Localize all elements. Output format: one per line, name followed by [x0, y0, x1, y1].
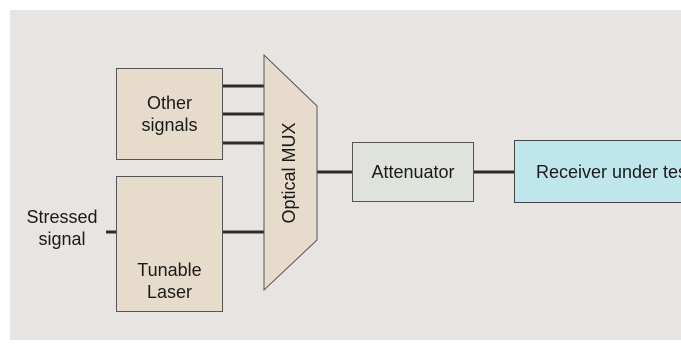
- optical-mux-shape: [263, 53, 318, 292]
- other-signals-label: Other signals: [141, 93, 198, 135]
- tunable-laser-text: Tunable Laser: [137, 260, 202, 302]
- tunable-laser-label: Tunable Laser: [117, 259, 222, 303]
- receiver-box: Receiver under test: [514, 140, 681, 203]
- tunable-laser-box: Tunable Laser: [116, 176, 223, 312]
- attenuator-label: Attenuator: [371, 162, 455, 182]
- receiver-label: Receiver under test: [535, 161, 681, 182]
- other-signals-box: Other signals: [116, 68, 223, 160]
- stressed-signal-label: Stressed signal: [26, 207, 98, 249]
- optical-mux-label: Optical MUX: [279, 122, 299, 224]
- attenuator-box: Attenuator: [352, 142, 474, 202]
